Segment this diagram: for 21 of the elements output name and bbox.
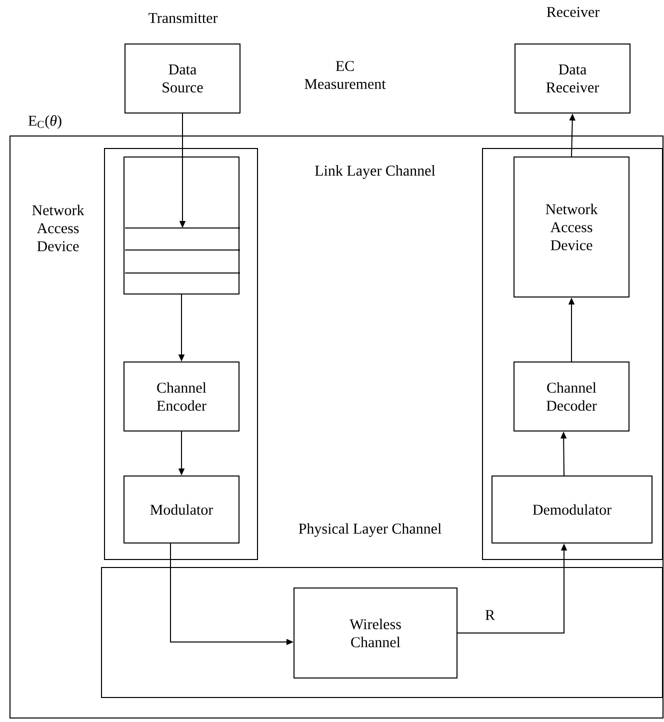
text-label: E$_{C}$(θ) [28,115,62,129]
process-box: Channel Encoder [124,362,240,432]
process-box: Channel Decoder [514,362,630,432]
process-box: Network Access Device [514,156,630,298]
process-box: Data Source [124,44,240,114]
text-label: EC Measurement [304,60,386,90]
text-label: Physical Layer Channel [298,523,442,537]
process-box: Data Receiver [514,44,630,114]
region-frame [10,136,664,718]
layer-box [101,567,663,698]
text-label: Network Access Device [32,204,84,252]
text-label: Link Layer Channel [315,165,436,179]
process-box: Demodulator [492,476,652,544]
edge-label: R [484,609,496,621]
process-box: Modulator [124,476,240,544]
queue-drawing [124,156,240,294]
process-box: Wireless Channel [294,588,458,678]
text-label: Transmitter [148,12,218,24]
text-label: Receiver [546,6,600,18]
layer-box [482,148,663,560]
layer-box [104,148,258,560]
